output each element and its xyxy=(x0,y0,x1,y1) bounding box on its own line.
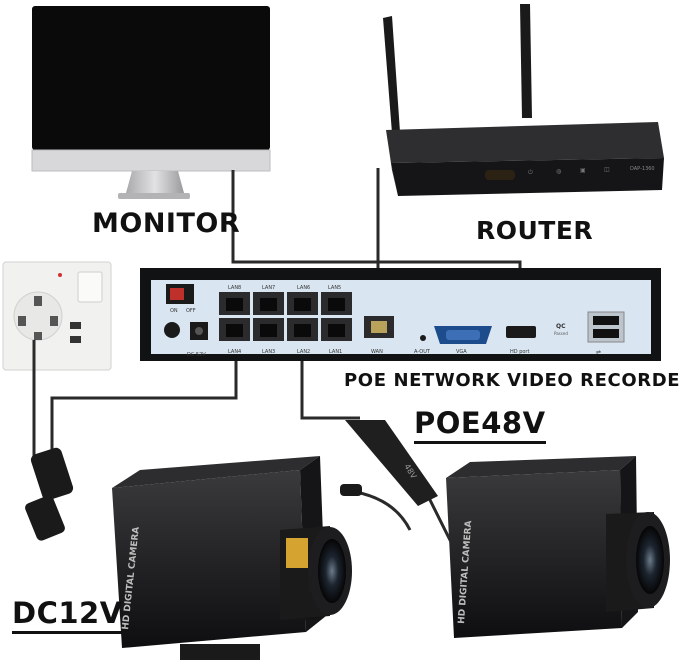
monitor-label: MONITOR xyxy=(92,208,240,239)
router-lock-icon: ▣ xyxy=(580,167,586,174)
monitor-base xyxy=(118,193,190,199)
socket-switch xyxy=(78,272,102,302)
router-antenna-left xyxy=(383,16,400,133)
router-antenna-right xyxy=(520,4,532,118)
dc-plug-right xyxy=(340,484,362,496)
socket-indicator-icon xyxy=(58,273,62,277)
router-label: ROUTER xyxy=(476,216,593,245)
lan2-label: LAN2 xyxy=(297,349,310,355)
monitor-screen xyxy=(32,6,270,150)
camera-right-lens xyxy=(636,526,664,594)
aout-label: A-OUT xyxy=(414,349,431,355)
camera-left-body xyxy=(112,470,306,648)
usb-port-icon xyxy=(70,322,81,329)
camera-left-lens xyxy=(318,539,346,603)
router-power-icon: ⏻ xyxy=(528,169,533,176)
qc-sub-text: Passed xyxy=(554,331,568,336)
nvr-device: ON OFF DC 52V LAN8 LAN7 LAN6 LAN5 xyxy=(140,268,661,361)
monitor-chin xyxy=(32,150,270,171)
lan6-label: LAN6 xyxy=(297,285,310,291)
qc-sticker: QC xyxy=(556,323,566,330)
lan7-label: LAN7 xyxy=(262,285,275,291)
router-model-text: DAP-1360 xyxy=(630,166,655,172)
audio-out-jack xyxy=(420,335,426,341)
hdmi-port xyxy=(506,326,536,338)
reset-button xyxy=(164,322,180,338)
dc-voltage-label: DC12V xyxy=(12,596,123,634)
on-label: ON xyxy=(170,308,178,314)
usb-icon: ⇌ xyxy=(596,349,601,356)
nvr-panel xyxy=(151,280,651,354)
wan-label: WAN xyxy=(371,349,383,355)
nvr-label: POE NETWORK VIDEO RECORDER xyxy=(344,370,679,391)
poe-voltage-label: POE48V xyxy=(414,406,546,444)
router-front xyxy=(391,158,664,196)
socket-pin-top xyxy=(34,296,42,306)
lan5-label: LAN5 xyxy=(328,285,341,291)
lens-focus-ring xyxy=(286,538,308,568)
wall-socket xyxy=(3,262,111,370)
rj45-connector-left xyxy=(29,446,74,502)
lan8-label: LAN8 xyxy=(228,285,241,291)
lan1-label: LAN1 xyxy=(329,349,342,355)
dc-pigtail xyxy=(356,492,410,530)
power-label: DC 52V xyxy=(187,352,206,358)
vga-label: VGA xyxy=(456,349,467,355)
router-top xyxy=(386,122,664,163)
off-label: OFF xyxy=(186,308,196,314)
lan4-label: LAN4 xyxy=(228,349,241,355)
hdport-label: HD port xyxy=(510,349,529,355)
router-device: ⏻ ◍ ▣ ◫ DAP-1360 xyxy=(383,4,664,196)
camera-right-body xyxy=(446,470,622,638)
monitor-stand xyxy=(126,171,184,193)
dc-connector-left xyxy=(24,494,67,542)
router-wifi-icon: ◍ xyxy=(556,168,561,175)
lan3-label: LAN3 xyxy=(262,349,275,355)
camera-left: HD DIGITAL CAMERA xyxy=(112,456,352,660)
camera-right: HD DIGITAL CAMERA xyxy=(446,456,670,638)
router-lan-icon: ◫ xyxy=(604,166,610,173)
